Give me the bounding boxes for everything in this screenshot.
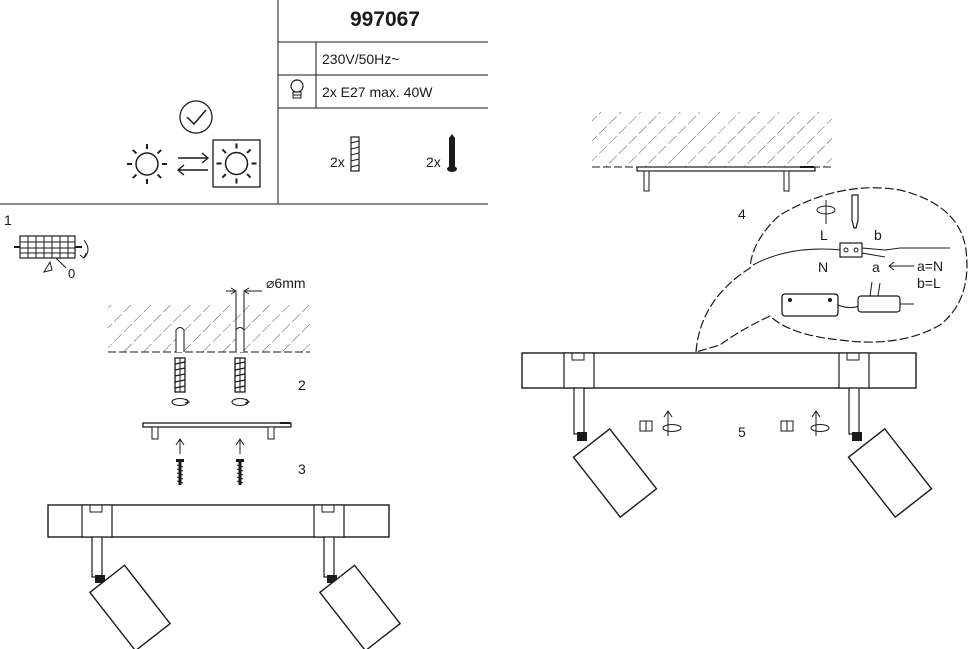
wire-b-label: b [874, 227, 882, 243]
wiring-callout [695, 187, 968, 353]
wire-L-label: L [820, 227, 828, 243]
rotate-arrow-icon [171, 397, 190, 407]
sun-icon [126, 143, 168, 185]
drill-diameter-label: ⌀6mm [266, 275, 306, 291]
connector-block [14, 235, 89, 273]
screw-left [174, 457, 186, 487]
up-arrow-icon [175, 438, 245, 454]
voltage-spec: 230V/50Hz~ [322, 51, 399, 67]
screw-count: 2x [426, 154, 441, 170]
step-2-label: 2 [298, 377, 306, 393]
bulb-icon [290, 79, 304, 99]
rotate-arrow-icon [816, 200, 836, 224]
wire-a-label: a [872, 259, 880, 275]
wall-plug-left [174, 357, 186, 393]
screwdriver-icon [851, 194, 859, 229]
light-fixture-left [47, 504, 402, 649]
wall-plug-right [234, 357, 246, 393]
drill-diameter-marker [226, 287, 262, 332]
legend-a-eq-N: a=N [917, 258, 943, 274]
mounting-plate [142, 422, 292, 440]
step-4-label: 4 [738, 206, 746, 222]
step-1-label: 1 [4, 212, 12, 228]
model-number: 997067 [350, 8, 420, 31]
ceiling-left [108, 305, 310, 353]
adjust-icon-right [780, 410, 830, 436]
swap-arrows-icon [176, 152, 210, 176]
wall-plug-icon [350, 136, 360, 172]
plug-count: 2x [330, 154, 345, 170]
light-fixture-right [521, 352, 933, 519]
step-1-zero: 0 [68, 266, 75, 281]
boxed-sun-icon [212, 139, 261, 188]
bulb-spec: 2x E27 max. 40W [322, 84, 433, 100]
adjust-icon-left [639, 410, 682, 436]
screw-icon [447, 134, 457, 172]
ceiling-right [592, 112, 832, 192]
legend-b-eq-L: b=L [917, 275, 941, 291]
rotate-arrow-icon [231, 397, 250, 407]
check-circle-icon [179, 100, 213, 134]
wire-N-label: N [818, 259, 828, 275]
screw-right [234, 457, 246, 487]
step-3-label: 3 [298, 461, 306, 477]
step-5-label: 5 [738, 424, 746, 440]
spec-table: 997067 230V/50Hz~ 2x E27 max. 40W 2x 2x [0, 0, 488, 205]
